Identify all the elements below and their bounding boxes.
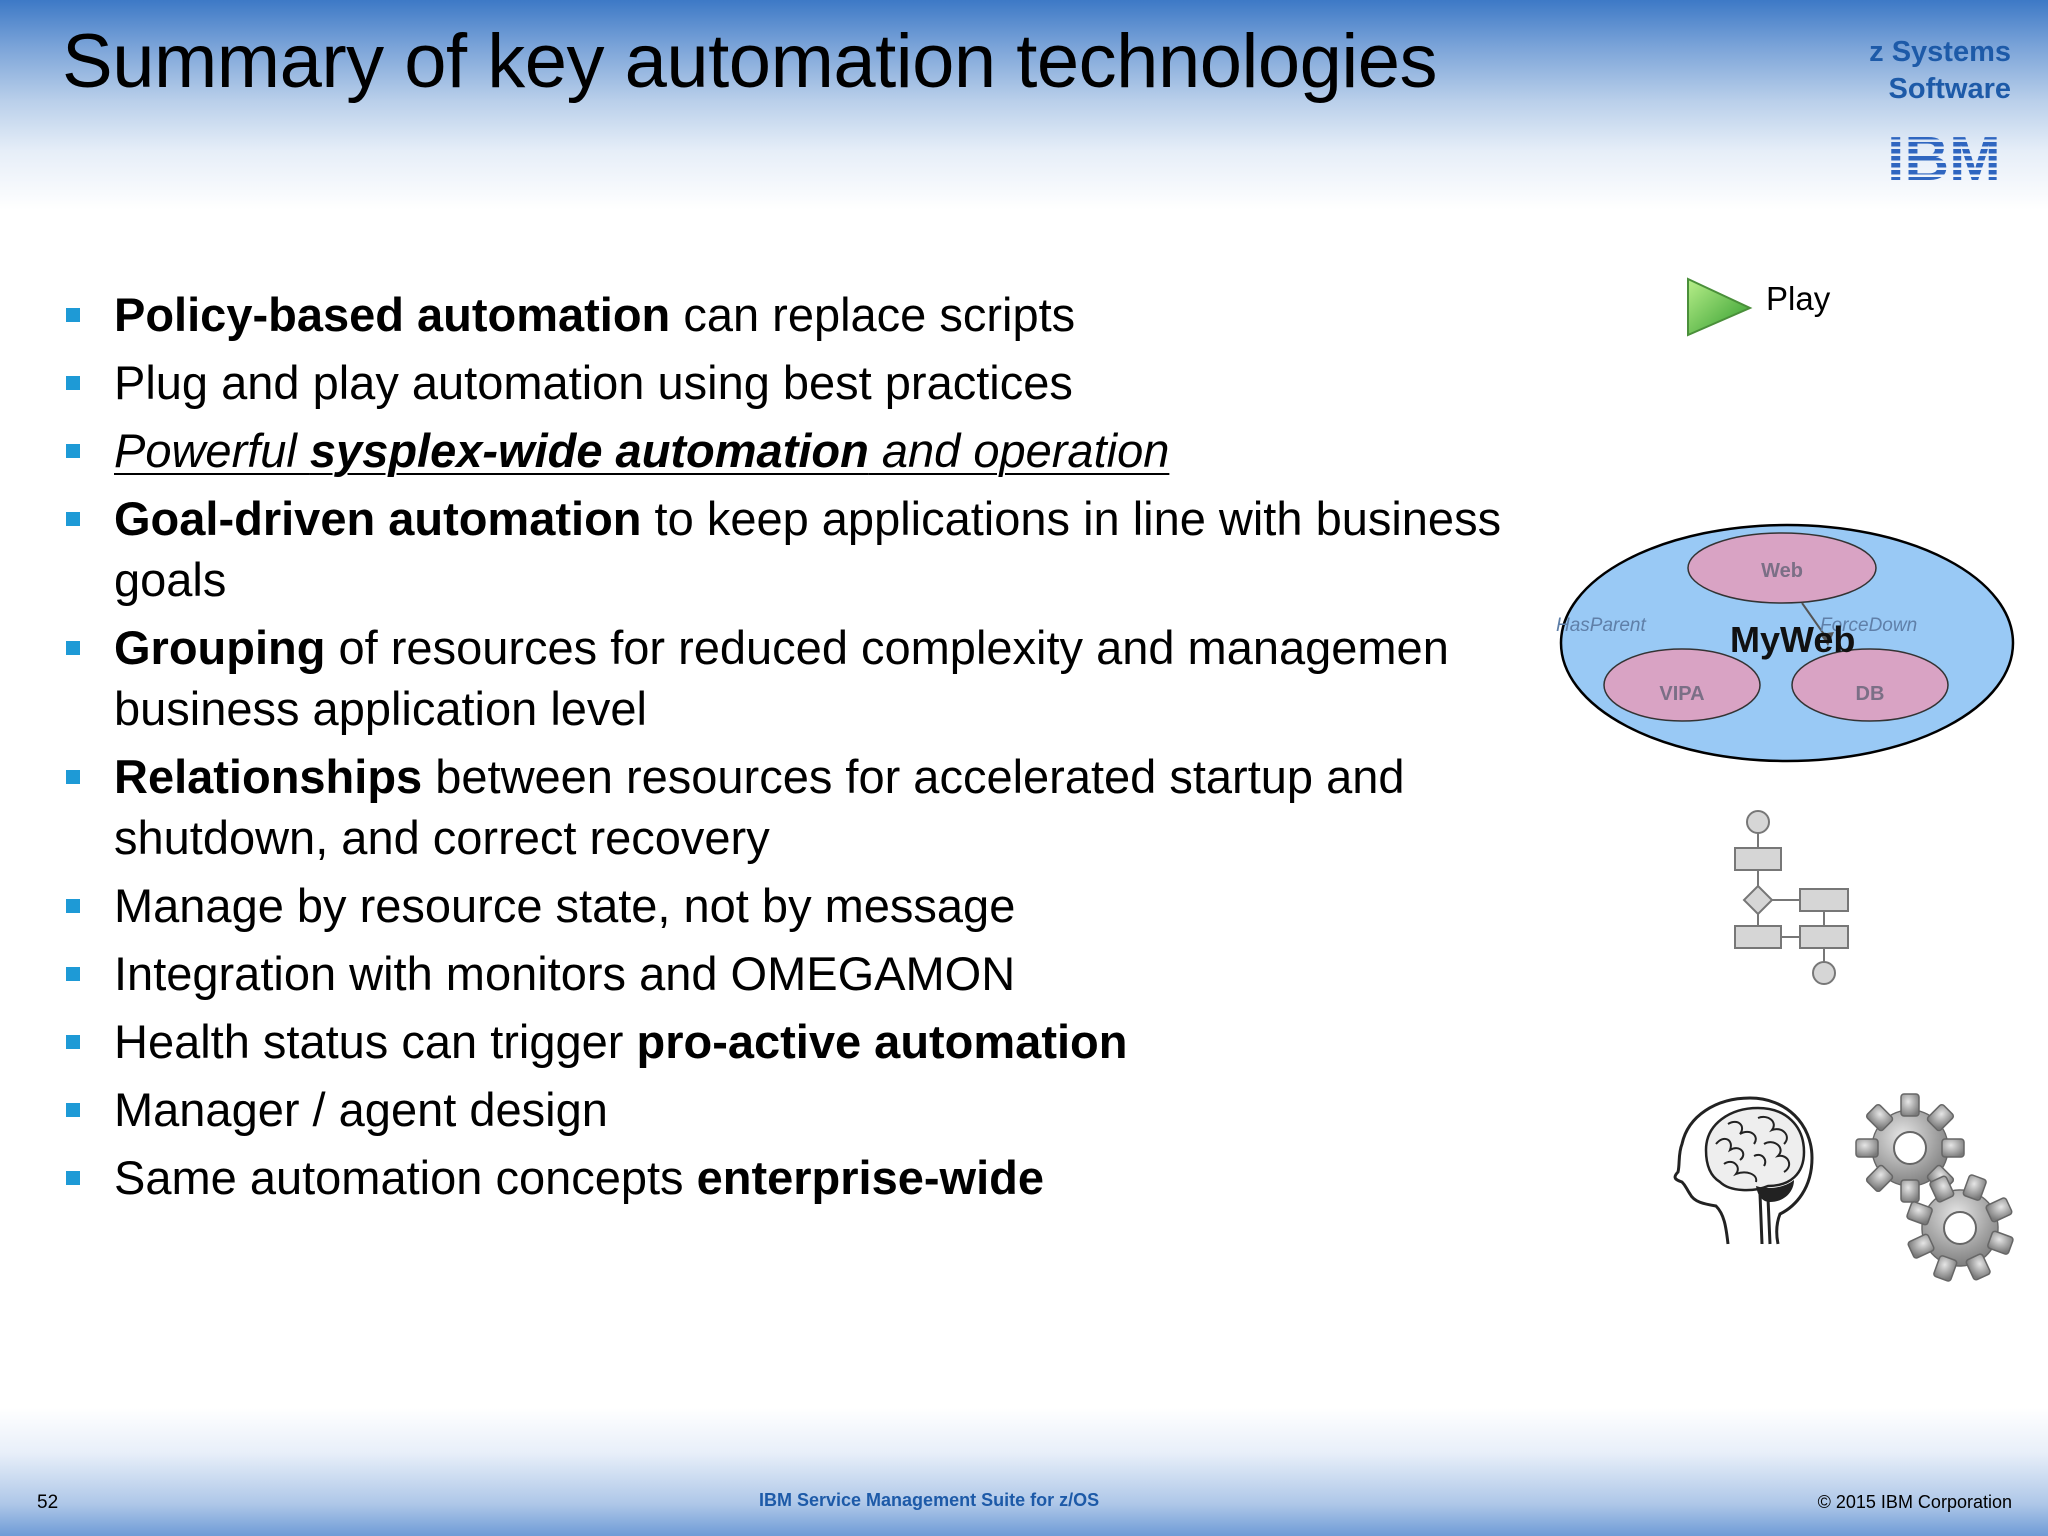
node-web — [1687, 532, 1877, 604]
bullet-text: Powerful sysplex-wide automation and ope… — [114, 424, 1169, 477]
relation-right-label: ForceDown — [1820, 615, 1917, 636]
bullet-fragment: Same automation concepts — [114, 1151, 697, 1204]
bullet-fragment: to keep applications in line with busine… — [641, 492, 1502, 545]
bullet-item: Plug and play automation using best prac… — [64, 352, 1684, 413]
bullet-item: Relationships between resources for acce… — [64, 746, 1684, 868]
bullet-text: Relationships between resources for acce… — [114, 750, 1405, 803]
slide-title: Summary of key automation technologies — [62, 19, 1438, 104]
bullet-text: Manager / agent design — [114, 1083, 608, 1136]
bullet-emphasis: Policy-based automation — [114, 288, 671, 341]
bullet-text: Grouping of resources for reduced comple… — [114, 621, 1449, 674]
bullet-fragment: between resources for accelerated startu… — [422, 750, 1405, 803]
bullet-fragment: Manager / agent design — [114, 1083, 608, 1136]
bullet-text: Plug and play automation using best prac… — [114, 356, 1073, 409]
bullet-text: Same automation concepts enterprise-wide — [114, 1151, 1044, 1204]
bullet-emphasis: enterprise-wide — [696, 1151, 1045, 1204]
relation-left-label: HasParent — [1556, 615, 1646, 636]
bullet-item: Health status can trigger pro-active aut… — [64, 1011, 1684, 1072]
brain-head-icon — [1673, 1096, 1814, 1245]
bullet-emphasis: Relationships — [114, 750, 423, 803]
bullet-continuation: business application level — [114, 682, 647, 735]
ibm-logo-text: IBM — [1887, 128, 2001, 184]
bullet-item: Powerful sysplex-wide automation and ope… — [64, 420, 1684, 481]
bullet-fragment: Powerful — [114, 424, 310, 477]
page-number: 52 — [37, 1492, 59, 1513]
bullet-text: Policy-based automation can replace scri… — [114, 288, 1075, 341]
node-web-label: Web — [1761, 560, 1803, 582]
bullet-text: Integration with monitors and OMEGAMON — [114, 947, 1015, 1000]
gear-icon — [1906, 1174, 2014, 1282]
footer-product: IBM Service Management Suite for z/OS — [759, 1490, 1100, 1510]
bullet-continuation: goals — [114, 553, 227, 606]
bullet-item: Manage by resource state, not by message — [64, 875, 1684, 936]
header-band — [0, 0, 2048, 210]
bullet-item: Integration with monitors and OMEGAMON — [64, 943, 1684, 1004]
bullet-fragment: Integration with monitors and OMEGAMON — [114, 947, 1016, 1000]
brand-text: z Systems Software — [1869, 34, 2011, 108]
bullet-fragment: can replace scripts — [670, 288, 1076, 341]
ibm-logo: IBM — [1887, 128, 2001, 184]
bullet-emphasis: pro-active automation — [636, 1015, 1128, 1068]
bullet-fragment: Health status can trigger — [114, 1015, 637, 1068]
group-title: MyWeb — [1730, 619, 1855, 660]
play-icon — [1687, 277, 1753, 337]
group-diagram: Web VIPA DB HasParent ForceDown MyWeb — [1556, 523, 2015, 763]
brand-line-2: Software — [1888, 73, 2011, 105]
bullet-item: Same automation concepts enterprise-wide — [64, 1147, 1684, 1208]
bullet-emphasis: Goal-driven automation — [114, 492, 642, 545]
bullet-item: Grouping of resources for reduced comple… — [64, 617, 1684, 739]
bullet-fragment: Plug and play automation using best prac… — [114, 356, 1073, 409]
flowchart-icon — [1734, 810, 1849, 985]
gear-icon — [1855, 1093, 1965, 1203]
node-db-label: DB — [1856, 683, 1885, 705]
bullet-item: Manager / agent design — [64, 1079, 1684, 1140]
bullet-fragment: of resources for reduced complexity and … — [325, 621, 1449, 674]
bullet-text: Goal-driven automation to keep applicati… — [114, 492, 1501, 545]
bullet-text: Health status can trigger pro-active aut… — [114, 1015, 1127, 1068]
footer-copyright: © 2015 IBM Corporation — [1817, 1492, 2012, 1512]
bullet-emphasis: sysplex-wide automation — [309, 424, 869, 477]
bullet-continuation: shutdown, and correct recovery — [114, 811, 770, 864]
node-vipa-label: VIPA — [1659, 683, 1704, 705]
play-label: Play — [1766, 280, 1831, 317]
bullet-list: Policy-based automation can replace scri… — [64, 284, 1684, 1215]
bullet-item: Policy-based automation can replace scri… — [64, 284, 1684, 345]
node-vipa — [1603, 648, 1761, 722]
bullet-emphasis: Grouping — [114, 621, 326, 674]
brand-line-1: z Systems — [1869, 36, 2011, 68]
bullet-fragment: Manage by resource state, not by message — [114, 879, 1016, 932]
bullet-item: Goal-driven automation to keep applicati… — [64, 488, 1684, 610]
node-db — [1791, 648, 1949, 722]
bullet-fragment: and operation — [868, 424, 1170, 477]
footer-band — [0, 1408, 2048, 1536]
bullet-text: Manage by resource state, not by message — [114, 879, 1015, 932]
